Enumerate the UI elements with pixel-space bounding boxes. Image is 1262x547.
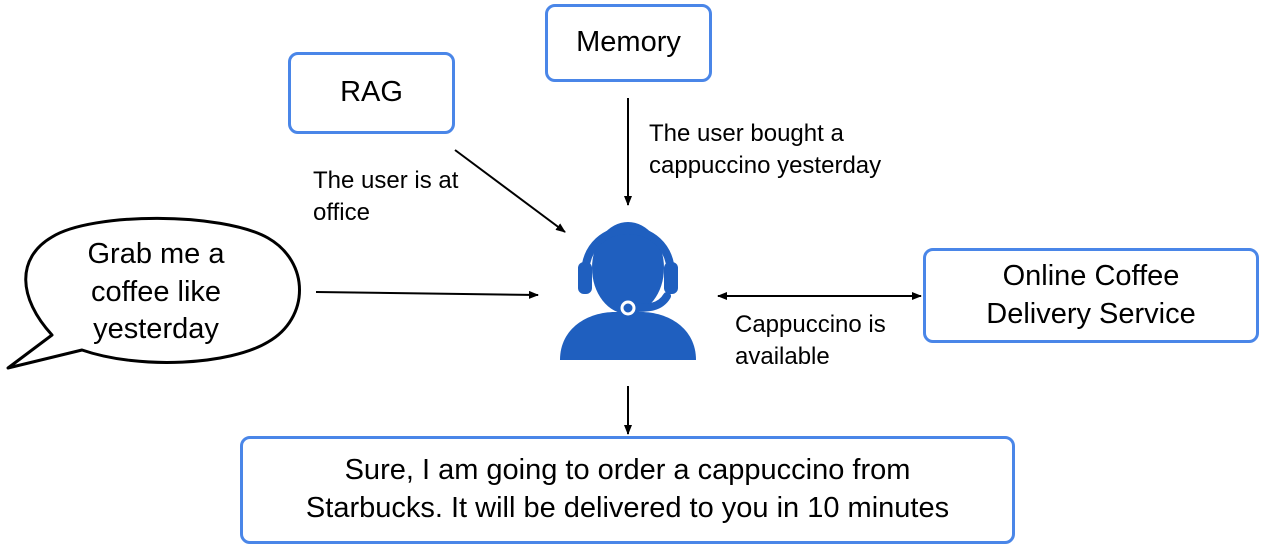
user-request-text: Grab me a coffee like yesterday xyxy=(87,238,225,346)
delivery-service-label: Online Coffee Delivery Service xyxy=(986,259,1196,330)
rag-node: RAG xyxy=(288,52,455,134)
speech-bubble xyxy=(6,216,301,370)
arrow-rag-to-agent xyxy=(454,149,566,233)
delivery-edge-label: Cappuccino is available xyxy=(735,311,886,371)
arrow-request-to-agent xyxy=(315,290,539,299)
headset-mic-icon xyxy=(620,300,636,316)
rag-label: RAG xyxy=(340,76,403,109)
headset-earpiece-icon xyxy=(578,262,678,294)
response-label: Sure, I am going to order a cappuccino f… xyxy=(305,454,950,524)
rag-edge-label: The user is at office xyxy=(313,167,459,227)
memory-node: Memory xyxy=(545,4,712,82)
headset-agent-icon xyxy=(560,222,696,360)
headset-band-icon xyxy=(581,226,675,312)
memory-edge-label: The user bought a cappuccino yesterday xyxy=(649,120,882,180)
response-node: Sure, I am going to order a cappuccino f… xyxy=(240,436,1015,544)
delivery-service-node: Online Coffee Delivery Service xyxy=(923,248,1259,343)
memory-label: Memory xyxy=(576,26,681,59)
